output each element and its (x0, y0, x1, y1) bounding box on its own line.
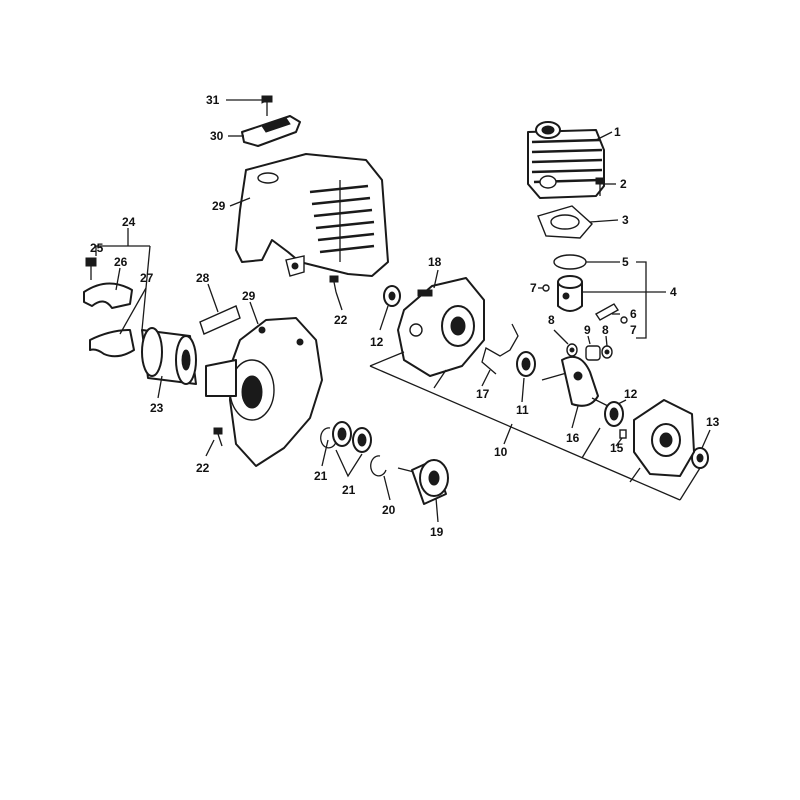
callout-12a: 12 (370, 335, 384, 349)
callout-9: 9 (584, 323, 591, 337)
part-14-crankshaft (541, 356, 613, 409)
callout-6: 6 (630, 307, 637, 321)
callout-16: 18 (428, 255, 442, 269)
callout-10: 10 (494, 445, 508, 459)
part-7-clip-left (542, 284, 550, 292)
callout-3: 3 (622, 213, 629, 227)
callout-2: 2 (620, 177, 627, 191)
callout-26: 27 (140, 271, 154, 285)
callout-14: 16 (566, 431, 580, 445)
part-3-gasket (537, 205, 593, 239)
part-12-oil-seal-left (383, 285, 401, 307)
part-21-screw-upper (329, 275, 339, 293)
callout-7b: 7 (630, 323, 637, 337)
part-8-washer-left (566, 343, 578, 357)
part-1-cylinder (527, 121, 605, 199)
callout-22: 23 (150, 401, 164, 415)
part-8-washer-right (601, 345, 613, 359)
callout-8a: 8 (548, 313, 555, 327)
part-20-circlip (320, 427, 337, 449)
callout-25: 26 (114, 255, 128, 269)
part-4-piston (557, 275, 583, 312)
part-9-needle-bearing (585, 345, 601, 361)
callout-20: 21 (314, 469, 328, 483)
callout-labels: 31 30 29 1 2 3 5 4 7 6 7 8 9 8 24 25 26 … (90, 93, 720, 539)
callout-19: 21 (342, 483, 356, 497)
callout-15: 17 (476, 387, 490, 401)
part-19-bearing-a (332, 421, 352, 447)
part-6-piston-pin (594, 303, 620, 321)
part-19-bearing-b (352, 427, 372, 453)
part-22-muffler (141, 327, 197, 385)
callout-8b: 8 (602, 323, 609, 337)
callout-17: 19 (430, 525, 444, 539)
leader-lines (95, 96, 711, 523)
part-2-screw (595, 177, 605, 196)
part-5-piston-ring (553, 254, 587, 270)
part-26-lower-clamp (89, 329, 135, 358)
callout-28: 29 (242, 289, 256, 303)
callout-31: 31 (206, 93, 220, 107)
callout-4: 4 (670, 285, 677, 299)
part-30-top-plate (241, 115, 301, 147)
part-15-crankcase-gasket (481, 323, 519, 375)
callout-29: 29 (212, 199, 226, 213)
part-17-clutch-drum (397, 459, 449, 505)
crankcase-right-half (633, 399, 695, 477)
callout-21a: 22 (334, 313, 348, 327)
part-11-bearing-right (604, 401, 624, 427)
part-13-dowel-pin (619, 429, 627, 439)
callout-30: 30 (210, 129, 224, 143)
part-29-engine-shroud (235, 153, 389, 277)
callout-23: 24 (122, 215, 136, 229)
callout-27: 28 (196, 271, 210, 285)
part-11-bearing-left (516, 351, 536, 377)
part-24-bolt (85, 257, 97, 280)
part-21-screw-lower (213, 427, 223, 447)
callout-24: 25 (90, 241, 104, 255)
callout-11b: 12 (624, 387, 638, 401)
part-25-upper-clamp (83, 282, 133, 309)
callout-5: 5 (622, 255, 629, 269)
callout-21b: 22 (196, 461, 210, 475)
callout-13: 15 (610, 441, 624, 455)
callout-12b: 13 (706, 415, 720, 429)
part-16-crankcase-left (397, 277, 485, 377)
callout-1: 1 (614, 125, 621, 139)
callout-11a: 11 (516, 403, 529, 417)
part-27-insulator (199, 305, 241, 335)
part-18-snap-ring (370, 455, 387, 477)
callout-18: 20 (382, 503, 396, 517)
part-7-clip-right (620, 316, 628, 324)
callout-7a: 7 (530, 281, 537, 295)
part-28-fan-housing (205, 317, 323, 467)
